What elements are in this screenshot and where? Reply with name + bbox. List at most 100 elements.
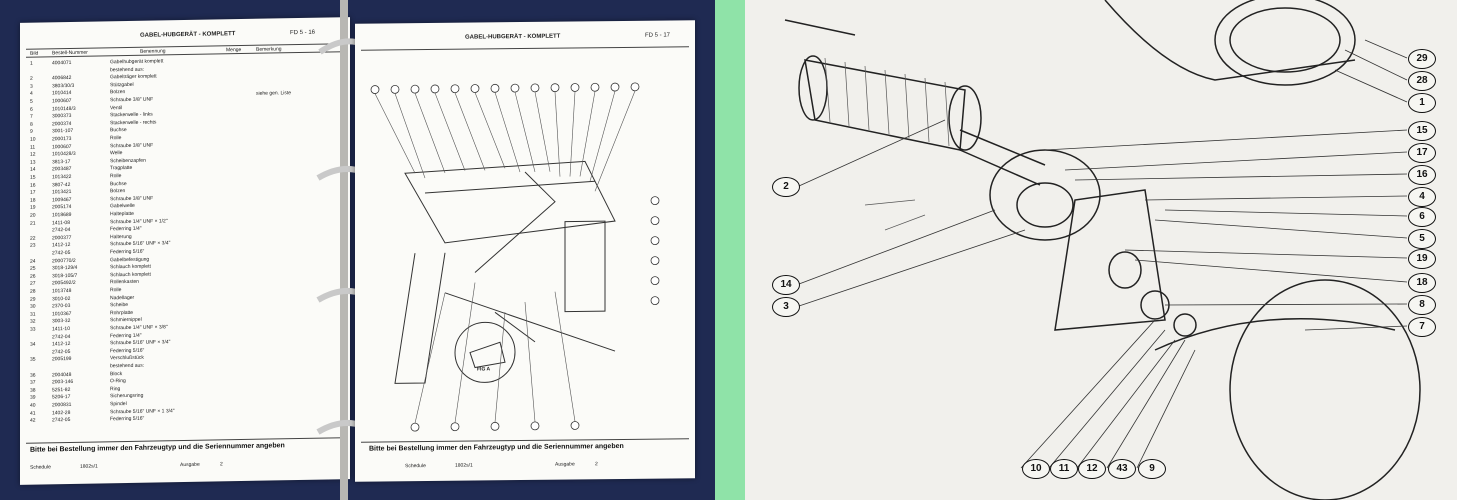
part-row-partnumber: 1018689 xyxy=(52,211,72,219)
part-row-number: 14 xyxy=(30,166,36,174)
leader-line xyxy=(798,229,1026,307)
leader-line xyxy=(1144,195,1408,201)
part-row-partnumber: 3813-17 xyxy=(52,158,71,166)
left-page-title: GABEL-HUBGERÄT - KOMPLETT xyxy=(140,31,236,39)
part-row-partnumber: 2000770/2 xyxy=(52,257,76,264)
part-row-partnumber: 2000374 xyxy=(52,120,72,128)
leader-line xyxy=(1074,173,1408,181)
right-footer-schedule-label: Schedule xyxy=(405,463,426,470)
callout-43: 43 xyxy=(1108,459,1136,479)
callout-18: 18 xyxy=(1408,273,1436,293)
leader-line xyxy=(1134,259,1408,283)
part-row-name: Gabelwelle xyxy=(110,203,135,210)
part-row-partnumber: 1412-12 xyxy=(52,242,71,249)
part-row-number: 28 xyxy=(30,288,36,295)
part-row-name: Federring 5/16" xyxy=(110,415,145,423)
callout-12: 12 xyxy=(1078,459,1106,479)
part-row-number: 21 xyxy=(30,220,36,227)
left-footer-schedule-label: Schedule xyxy=(30,464,51,471)
part-row-number: 33 xyxy=(30,326,36,333)
col-header-name: Benennung xyxy=(140,48,166,55)
right-page-title: GABEL-HUBGERÄT - KOMPLETT xyxy=(465,33,561,41)
leader-line xyxy=(798,209,996,285)
part-row-name: Federring 1/4" xyxy=(110,225,142,233)
part-row-number: 24 xyxy=(30,258,36,265)
part-row-number: 18 xyxy=(30,197,36,204)
part-row-partnumber: 2005492/2 xyxy=(52,280,76,287)
leader-line xyxy=(1064,151,1408,171)
part-row-partnumber: 2370-03 xyxy=(52,303,71,310)
part-row-partnumber: 2742-04 xyxy=(52,333,71,340)
part-row-partnumber: 1411-08 xyxy=(52,219,70,226)
part-row-name: Block xyxy=(110,370,123,377)
part-row-partnumber: 1009467 xyxy=(52,196,72,204)
part-row-number: 5 xyxy=(30,98,33,105)
part-row-number: 12 xyxy=(30,151,36,158)
part-row-partnumber: 1013421 xyxy=(52,189,72,196)
part-row-partnumber: 2742-04 xyxy=(52,227,71,234)
part-row-number: 1 xyxy=(30,60,33,67)
diagram-page: GABEL-HUBGERÄT - KOMPLETT FD 5 - 17 xyxy=(355,20,695,482)
part-row-name: Stackerwelle - rechts xyxy=(110,119,157,127)
part-row-number: 17 xyxy=(30,189,36,196)
part-row-number: 13 xyxy=(30,159,36,166)
part-row-partnumber: 1010414 xyxy=(52,90,72,97)
part-row-partnumber: 1000607 xyxy=(52,143,72,150)
col-header-qty: Menge xyxy=(226,47,242,54)
part-row-name: Schraube 3/8" UNF xyxy=(110,195,154,203)
part-row-name: Stackerwelle - links xyxy=(110,111,153,119)
callout-1: 1 xyxy=(1408,93,1436,113)
part-row-name: Gabelbefestigung xyxy=(110,256,150,263)
part-row-number: 23 xyxy=(30,242,36,250)
part-row-number: 19 xyxy=(30,204,36,212)
motor-exploded-view xyxy=(784,0,1421,500)
part-row-number: 4 xyxy=(30,91,33,98)
binder-photo: GABEL-HUBGERÄT - KOMPLETT FD 5 - 16 Bild… xyxy=(0,0,715,500)
part-row-partnumber: 3000373 xyxy=(52,113,72,120)
callout-7: 7 xyxy=(1408,317,1436,337)
leader-line xyxy=(1334,69,1408,103)
part-row-name: Rolle xyxy=(110,173,122,180)
remark-text: siehe gen. Liste xyxy=(256,90,292,97)
part-row-partnumber: 1402-28 xyxy=(52,409,71,416)
part-row-partnumber: 1013422 xyxy=(52,173,72,181)
part-row-name: Spindel xyxy=(110,401,127,408)
part-row-partnumber: 3003-32 xyxy=(52,318,71,325)
part-row-name: Rollenkasten xyxy=(110,279,139,286)
callout-2: 2 xyxy=(772,177,800,197)
right-page-number: FD 5 - 17 xyxy=(645,32,671,39)
part-row-partnumber: 2000173 xyxy=(52,135,72,143)
right-footer-note: Bitte bei Bestellung immer den Fahrzeugt… xyxy=(369,442,624,453)
callout-19: 19 xyxy=(1408,249,1436,269)
callout-16: 16 xyxy=(1408,165,1436,185)
leader-line xyxy=(1048,329,1166,469)
part-row-number: 15 xyxy=(30,174,36,181)
callout-5: 5 xyxy=(1408,229,1436,249)
part-row-name: Sicherungsring xyxy=(110,393,144,400)
part-row-name: Halterung xyxy=(110,233,132,241)
part-row-partnumber: 2742-05 xyxy=(52,250,71,257)
col-header-remark: Bemerkung xyxy=(256,46,282,53)
part-row-name: Ring xyxy=(110,385,121,393)
part-row-number: 32 xyxy=(30,318,36,326)
callout-9: 9 xyxy=(1138,459,1166,479)
part-row-partnumber: 1010367 xyxy=(52,310,72,318)
part-row-number: 29 xyxy=(30,296,36,303)
part-row-name: Gabelträger komplett xyxy=(110,73,157,81)
part-row-number: 27 xyxy=(30,280,36,288)
right-footer-edition: 2 xyxy=(595,461,598,468)
part-row-name: Schmiernippel xyxy=(110,317,142,324)
part-row-number: 11 xyxy=(30,144,36,151)
part-row-number: 3 xyxy=(30,83,33,90)
part-row-partnumber: 5251-82 xyxy=(52,386,71,394)
part-row-name: Buchse xyxy=(110,127,127,134)
part-row-partnumber: 1000607 xyxy=(52,97,72,105)
part-row-name: Halteplatte xyxy=(110,210,134,218)
part-row-number: 20 xyxy=(30,212,36,219)
part-row-name: Stützgabel xyxy=(110,81,134,89)
part-row-partnumber: 3803/30/3 xyxy=(52,82,75,90)
left-footer-edition: 2 xyxy=(220,461,223,468)
part-row-number: 41 xyxy=(30,410,36,417)
part-row-number: 36 xyxy=(30,372,36,379)
